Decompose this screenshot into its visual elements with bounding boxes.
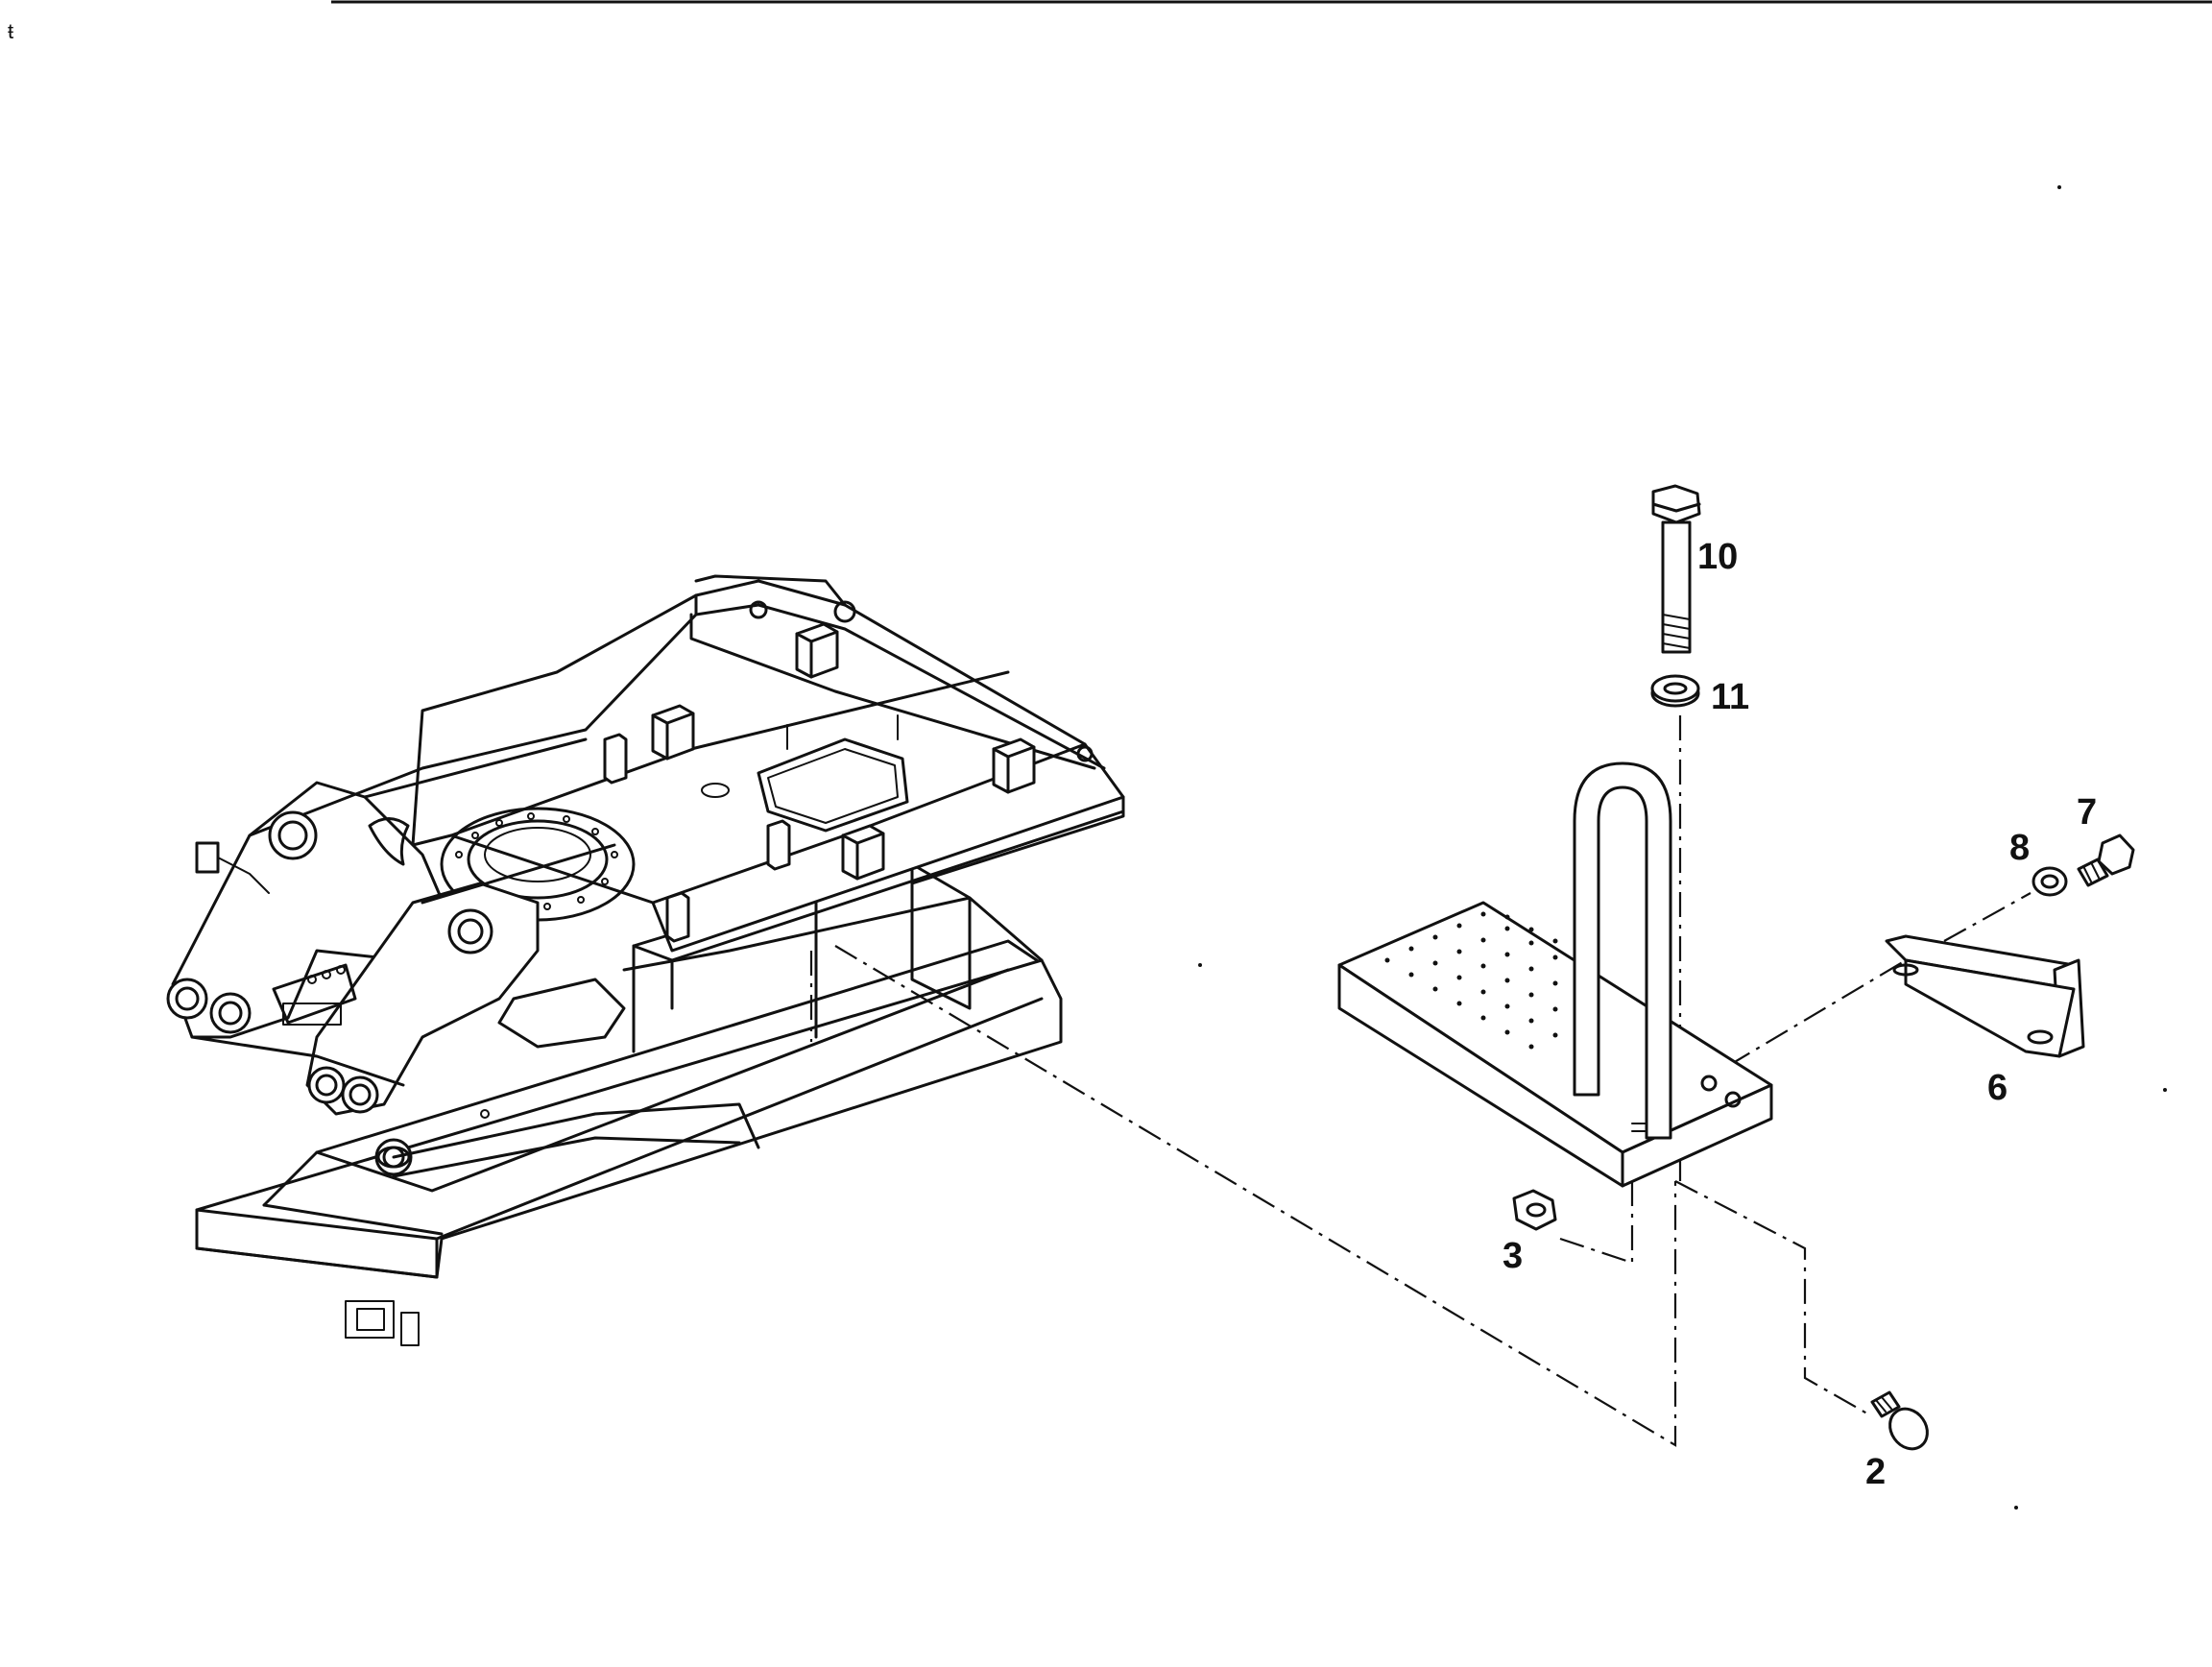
corner-mark: ŧ <box>8 19 13 43</box>
callout-8: 8 <box>2009 828 2030 868</box>
step-plate-icon <box>1337 901 1773 1188</box>
flange-bolt-icon <box>1870 1390 1929 1451</box>
washer-icon <box>1650 674 1700 708</box>
callout-3: 3 <box>1503 1236 1523 1276</box>
callout-10: 10 <box>1697 537 1738 577</box>
callout-labels: 10 11 7 8 6 3 2 <box>1503 537 2097 1492</box>
hex-nut-icon <box>1512 1189 1557 1231</box>
u-bolt-icon <box>1573 761 1672 1140</box>
hex-bolt-icon <box>1651 484 1701 654</box>
callout-2: 2 <box>1865 1452 1886 1492</box>
machine-frame <box>166 574 1125 1346</box>
small-washer-icon <box>2032 866 2068 897</box>
callout-6: 6 <box>1987 1068 2008 1108</box>
callout-11: 11 <box>1711 677 1749 717</box>
small-hex-bolt-icon <box>2077 834 2135 887</box>
callout-7: 7 <box>2077 792 2097 833</box>
bracket-icon <box>1885 934 2085 1058</box>
